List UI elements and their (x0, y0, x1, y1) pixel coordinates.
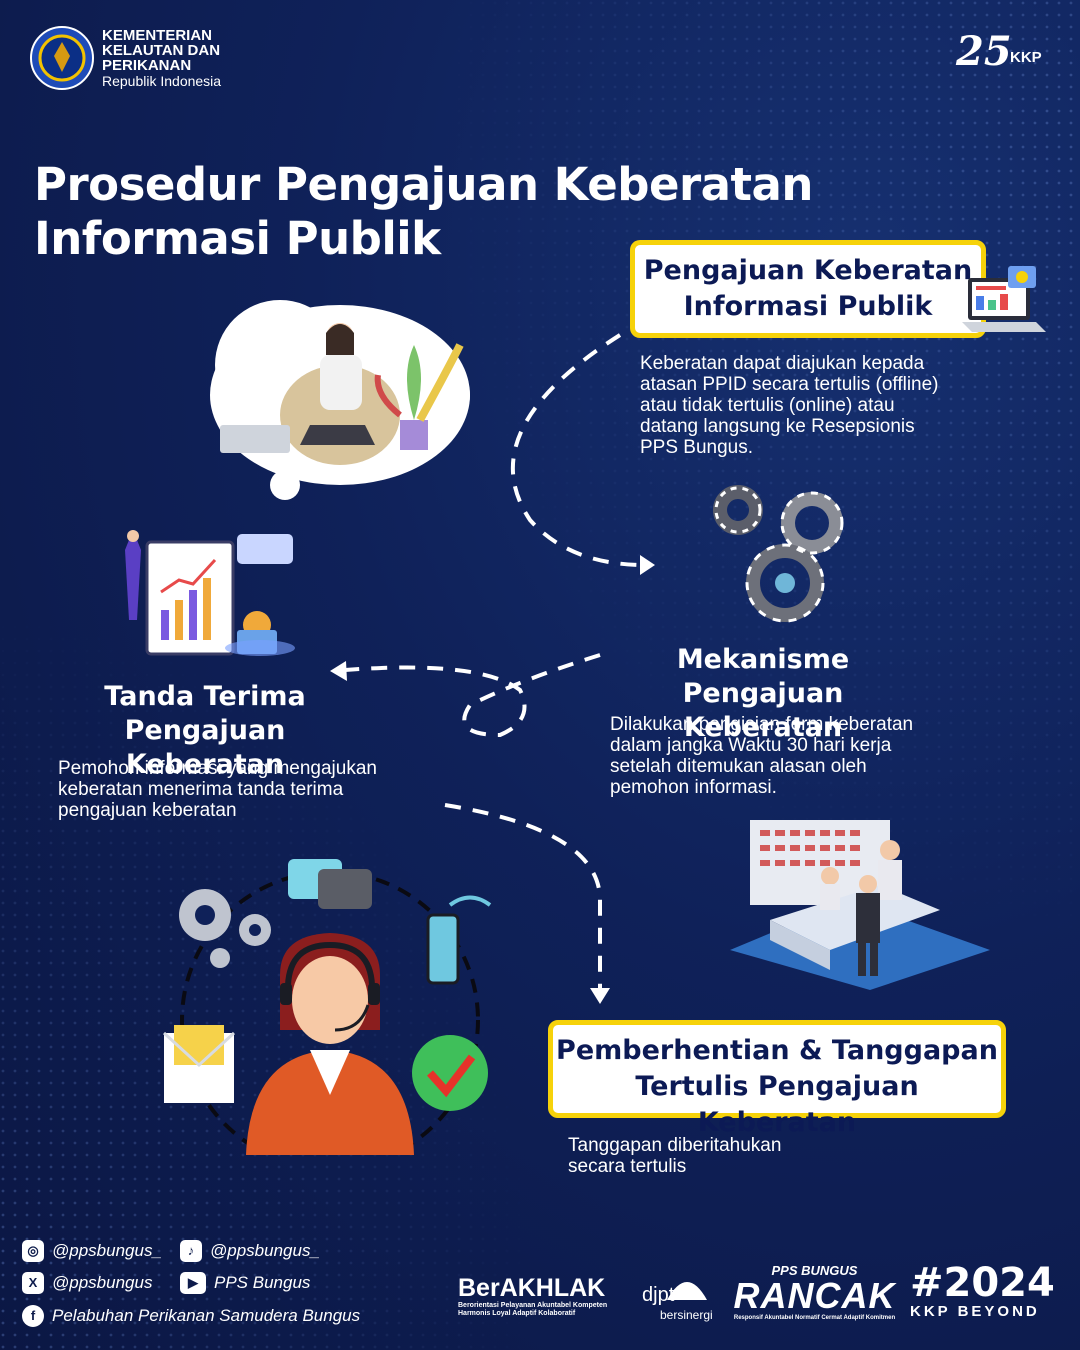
step1-desc-line-3: atau tidak tertulis (online) atau (640, 395, 895, 416)
step4-title-box: Pemberhentian & Tanggapan Tertulis Penga… (548, 1020, 1006, 1138)
tiktok-handle: @ppsbungus_ (210, 1241, 320, 1260)
social-x[interactable]: X @ppsbungus (22, 1272, 152, 1294)
step3-desc-line-1: Pemohon informasi yang mengajukan (58, 758, 377, 779)
step1-desc-line-4: datang langsung ke Resepsionis (640, 416, 915, 437)
arrow-step2-to-step3 (344, 653, 601, 738)
step4-description: Tanggapan diberitahukan secara tertulis (568, 1135, 868, 1177)
kkp-emblem-icon (30, 26, 94, 90)
arrow-head-step3 (330, 661, 347, 681)
ministry-line-3: PERIKANAN (102, 57, 192, 74)
social-facebook[interactable]: f Pelabuhan Perikanan Samudera Bungus (22, 1305, 360, 1327)
ministry-line-1: KEMENTERIAN (102, 27, 213, 44)
facebook-handle: Pelabuhan Perikanan Samudera Bungus (52, 1306, 361, 1325)
arrow-step1-to-step2 (510, 333, 646, 567)
step1-desc-line-2: atasan PPID secara tertulis (offline) (640, 374, 939, 395)
berakhlak-sub-2: Harmonis Loyal Adaptif Kolaboratif (458, 1310, 576, 1317)
anniversary-label: KKP (1010, 49, 1042, 66)
ministry-line-2: KELAUTAN DAN (102, 42, 221, 59)
ministry-subtitle: Republik Indonesia (102, 73, 222, 89)
social-youtube[interactable]: ▶ PPS Bungus (180, 1272, 310, 1294)
title-line-1: Prosedur Pengajuan Keberatan (34, 158, 813, 211)
rancak-sub: Responsif Akuntabel Normatif Cermat Adap… (733, 1315, 896, 1321)
woman-laptop-illustration (210, 300, 470, 500)
x-handle: @ppsbungus (52, 1273, 153, 1292)
arrow-head-step2 (640, 555, 655, 575)
tiktok-icon: ♪ (180, 1240, 202, 1262)
djpt-sub: bersinergi (660, 1308, 713, 1322)
step4-desc-line-2: secara tertulis (568, 1156, 687, 1177)
youtube-handle: PPS Bungus (214, 1273, 311, 1292)
step3-title-line-1: Tanda Terima (104, 681, 306, 712)
step1-title-line-1: Pengajuan Keberatan (643, 255, 973, 286)
instagram-icon: ◎ (22, 1240, 44, 1262)
step2-desc-line-1: Dilakukan pengisian form keberatan (610, 714, 914, 735)
step4-title-line-2: Tertulis Pengajuan Keberatan (635, 1071, 919, 1138)
anniversary-logo: 25 KKP (956, 30, 1056, 80)
social-tiktok[interactable]: ♪ @ppsbungus_ (180, 1240, 320, 1262)
step3-description: Pemohon informasi yang mengajukan kebera… (58, 758, 448, 821)
step4-desc-line-1: Tanggapan diberitahukan (568, 1135, 782, 1156)
step3-title-line-2: Pengajuan Keberatan (124, 715, 286, 780)
step2-desc-line-4: pemohon informasi. (610, 777, 777, 798)
laptop-chart-icon (962, 266, 1046, 332)
ministry-name: KEMENTERIAN KELAUTAN DAN PERIKANAN Repub… (102, 28, 221, 89)
step2-title-line-2: Keberatan (683, 712, 843, 743)
berakhlak-sub-1: Berorientasi Pelayanan Akuntabel Kompete… (458, 1302, 608, 1309)
anniversary-number: 25 (956, 28, 1012, 75)
step3-desc-line-2: keberatan menerima tanda terima (58, 779, 344, 800)
arrow-step3-to-step4 (444, 803, 602, 990)
step1-description: Keberatan dapat diajukan kepada atasan P… (640, 353, 1020, 458)
social-instagram[interactable]: ◎ @ppsbungus_ (22, 1240, 162, 1262)
berakhlak-logo: BerAKHLAK Berorientasi Pelayanan Akuntab… (458, 1274, 623, 1318)
youtube-icon: ▶ (180, 1272, 206, 1294)
rancak-logo: PPS BUNGUS RANCAK Responsif Akuntabel No… (732, 1264, 897, 1322)
berakhlak-text: BerAKHLAK (458, 1274, 606, 1302)
step2-title: Mekanisme Pengajuan Keberatan (600, 643, 926, 745)
step1-title-box: Pengajuan Keberatan Informasi Publik (630, 240, 986, 338)
facebook-icon: f (22, 1305, 44, 1327)
presentation-chart-illustration (125, 530, 295, 656)
djpt-sail-icon (667, 1282, 707, 1300)
step2-desc-line-3: setelah ditemukan alasan oleh (610, 756, 867, 777)
step1-title-line-2: Informasi Publik (683, 291, 933, 322)
x-icon: X (22, 1272, 44, 1294)
djpt-logo: djpt bersinergi (642, 1264, 718, 1326)
step2-description: Dilakukan pengisian form keberatan dalam… (610, 714, 1010, 798)
title-line-2: Informasi Publik (34, 212, 441, 265)
hashtag-2024: #2024 (910, 1260, 1055, 1306)
rancak-text: RANCAK (733, 1275, 896, 1316)
step4-title-line-1: Pemberhentian & Tanggapan (556, 1035, 998, 1066)
customer-service-illustration (162, 859, 492, 1155)
kkp-beyond-text: KKP BEYOND (910, 1303, 1040, 1320)
step1-desc-line-1: Keberatan dapat diajukan kepada (640, 353, 925, 374)
instagram-handle: @ppsbungus_ (52, 1241, 162, 1260)
page-title: Prosedur Pengajuan Keberatan Informasi P… (34, 158, 813, 266)
rancak-top: PPS BUNGUS (771, 1263, 858, 1278)
step3-title: Tanda Terima Pengajuan Keberatan (50, 680, 360, 782)
arrow-head-step4 (590, 988, 610, 1004)
step2-desc-line-2: dalam jangka Waktu 30 hari kerja (610, 735, 892, 756)
step2-title-line-1: Mekanisme Pengajuan (676, 644, 850, 709)
step1-desc-line-5: PPS Bungus. (640, 437, 754, 458)
step3-desc-line-3: pengajuan keberatan (58, 800, 237, 821)
reception-desk-illustration (730, 820, 990, 990)
kkp-beyond-logo: #2024 KKP BEYOND (910, 1262, 1060, 1320)
djpt-text: djpt (642, 1284, 675, 1306)
gears-icon (713, 485, 844, 623)
